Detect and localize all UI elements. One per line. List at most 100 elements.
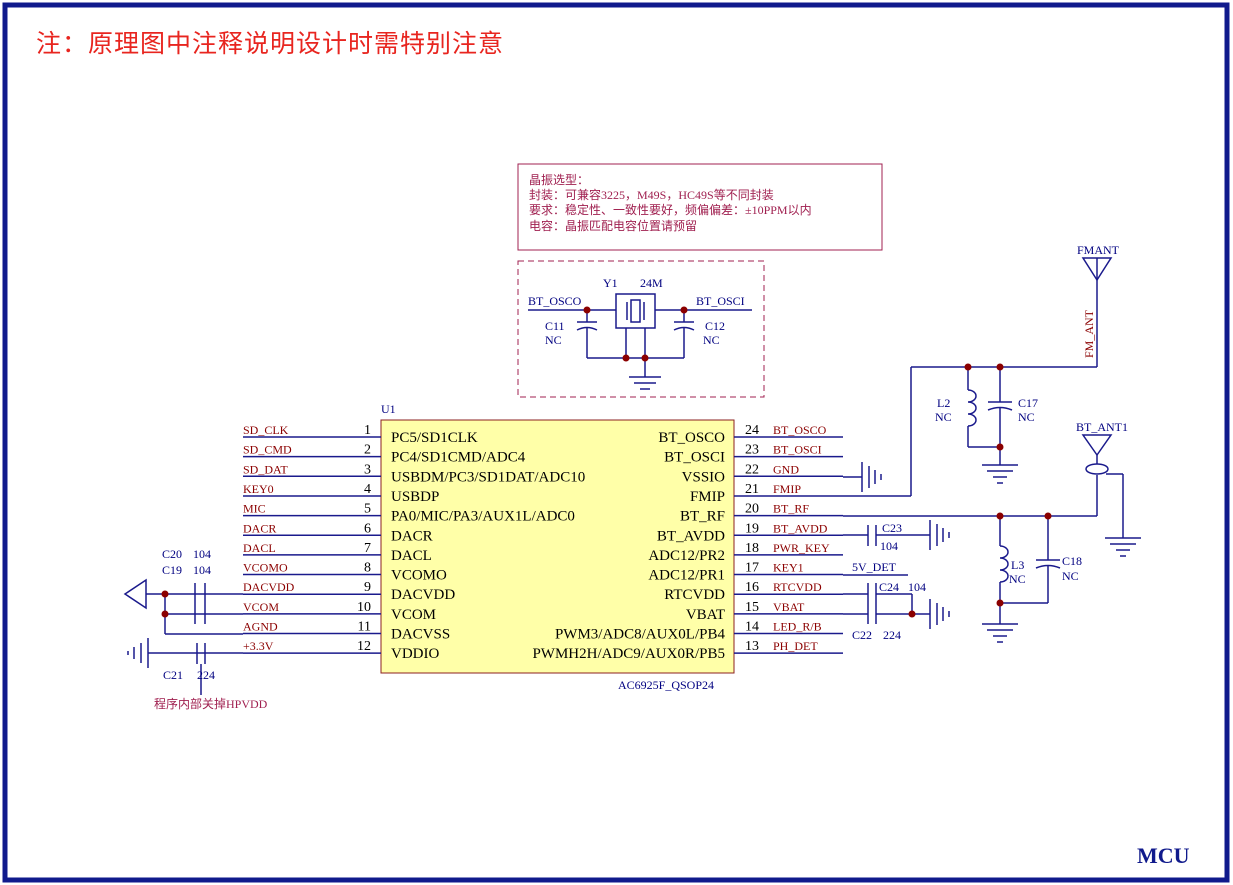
ic-ref: U1 [381, 402, 396, 416]
bt-antenna-ref: BT_ANT1 [1076, 420, 1128, 434]
net-label: KEY0 [243, 482, 274, 496]
net-label: LED_R/B [773, 620, 822, 634]
note-line-4: 电容：晶振匹配电容位置请预留 [529, 218, 697, 233]
pin-name: RTCVDD [664, 587, 725, 603]
pin-name: USBDM/PC3/SD1DAT/ADC10 [391, 469, 585, 485]
c11-value: NC [545, 333, 562, 347]
ic-body [380, 419, 735, 674]
l2-value: NC [935, 410, 952, 424]
pin-number: 5 [364, 502, 371, 517]
net-label: BT_RF [773, 502, 809, 516]
c19-value: 104 [193, 563, 211, 577]
pin-number: 18 [745, 541, 759, 556]
net-label: +3.3V [243, 639, 274, 653]
net-label: BT_AVDD [773, 521, 828, 535]
net-label: GND [773, 462, 799, 476]
c23-ref: C23 [882, 521, 902, 535]
pin-name: BT_RF [680, 509, 725, 525]
pin-number: 10 [357, 600, 371, 615]
net-label: RTCVDD [773, 580, 822, 594]
pin-number: 6 [364, 521, 371, 536]
net-label: DACL [243, 541, 276, 555]
crystal-circuit [528, 293, 752, 390]
c19-ref: C19 [162, 563, 182, 577]
c22-ref: C22 [852, 628, 872, 642]
ic-pin-23: BT_OSCI 23 BT_OSCI [664, 443, 843, 466]
pin-name: PA0/MIC/PA3/AUX1L/ADC0 [391, 509, 575, 525]
c12-value: NC [703, 333, 720, 347]
c20-value: 104 [193, 547, 211, 561]
pin-name: VSSIO [682, 469, 726, 485]
pin-name: ADC12/PR1 [648, 568, 725, 584]
ic-pin-5: MIC 5 PA0/MIC/PA3/AUX1L/ADC0 [243, 502, 575, 525]
l2-ref: L2 [937, 396, 950, 410]
pin-number: 9 [364, 580, 371, 595]
pin-number: 14 [745, 620, 759, 635]
pin-name: DACVSS [391, 627, 450, 643]
crystal-ref: Y1 [603, 276, 618, 290]
pin-number: 13 [745, 639, 759, 654]
net-label: BT_OSCO [773, 423, 827, 437]
pin-number: 19 [745, 521, 759, 536]
pin-number: 24 [745, 423, 759, 438]
ic-pin-10: VCOM 10 VCOM [243, 600, 436, 623]
pin-name: DACL [391, 548, 432, 564]
net-label: BT_OSCI [773, 443, 822, 457]
pin-name: PC4/SD1CMD/ADC4 [391, 450, 526, 466]
left-decoupling-circuit [123, 578, 243, 695]
right-side-circuit [843, 257, 1141, 643]
pin-name: PC5/SD1CLK [391, 430, 478, 446]
net-label: VCOMO [243, 561, 288, 575]
c24-ref: C24 [879, 580, 899, 594]
pin-number: 17 [745, 561, 759, 576]
pin-number: 2 [364, 443, 371, 458]
c24-value: 104 [908, 580, 926, 594]
c21-ref: C21 [163, 668, 183, 682]
ic-pin-24: BT_OSCO 24 BT_OSCO [658, 423, 843, 446]
pin-name: VDDIO [391, 646, 439, 662]
page-title: 注：原理图中注释说明设计时需特别注意 [36, 29, 505, 58]
pin-name: USBDP [391, 489, 439, 505]
pin-name: VCOM [391, 607, 436, 623]
c12-ref: C12 [705, 319, 725, 333]
crystal-net-right: BT_OSCI [696, 294, 745, 308]
pin-name: DACR [391, 528, 433, 544]
net-label: MIC [243, 502, 266, 516]
pin-name: PWM3/ADC8/AUX0L/PB4 [555, 627, 726, 643]
ic-pin-22: GND 22 VSSIO [682, 462, 843, 485]
pin-number: 23 [745, 443, 759, 458]
pin-number: 3 [364, 462, 371, 477]
hpvdd-note: 程序内部关掉HPVDD [154, 696, 268, 711]
pin-number: 22 [745, 462, 759, 477]
note-line-3: 要求：稳定性、一致性要好，频偏偏差：±10PPM以内 [529, 202, 812, 217]
c18-value: NC [1062, 569, 1079, 583]
net-label: AGND [243, 620, 278, 634]
c11-ref: C11 [545, 319, 565, 333]
pin-name: VCOMO [391, 568, 447, 584]
pin-number: 12 [357, 639, 371, 654]
net-label: FMIP [773, 482, 801, 496]
pin-name: VBAT [686, 607, 725, 623]
net-label: SD_CLK [243, 423, 289, 437]
pin-name: BT_OSCO [658, 430, 725, 446]
net-label: VCOM [243, 600, 279, 614]
net-label: PH_DET [773, 639, 818, 653]
pin-number: 11 [358, 620, 371, 635]
pin-name: BT_OSCI [664, 450, 725, 466]
net-5v-det: 5V_DET [852, 560, 897, 574]
